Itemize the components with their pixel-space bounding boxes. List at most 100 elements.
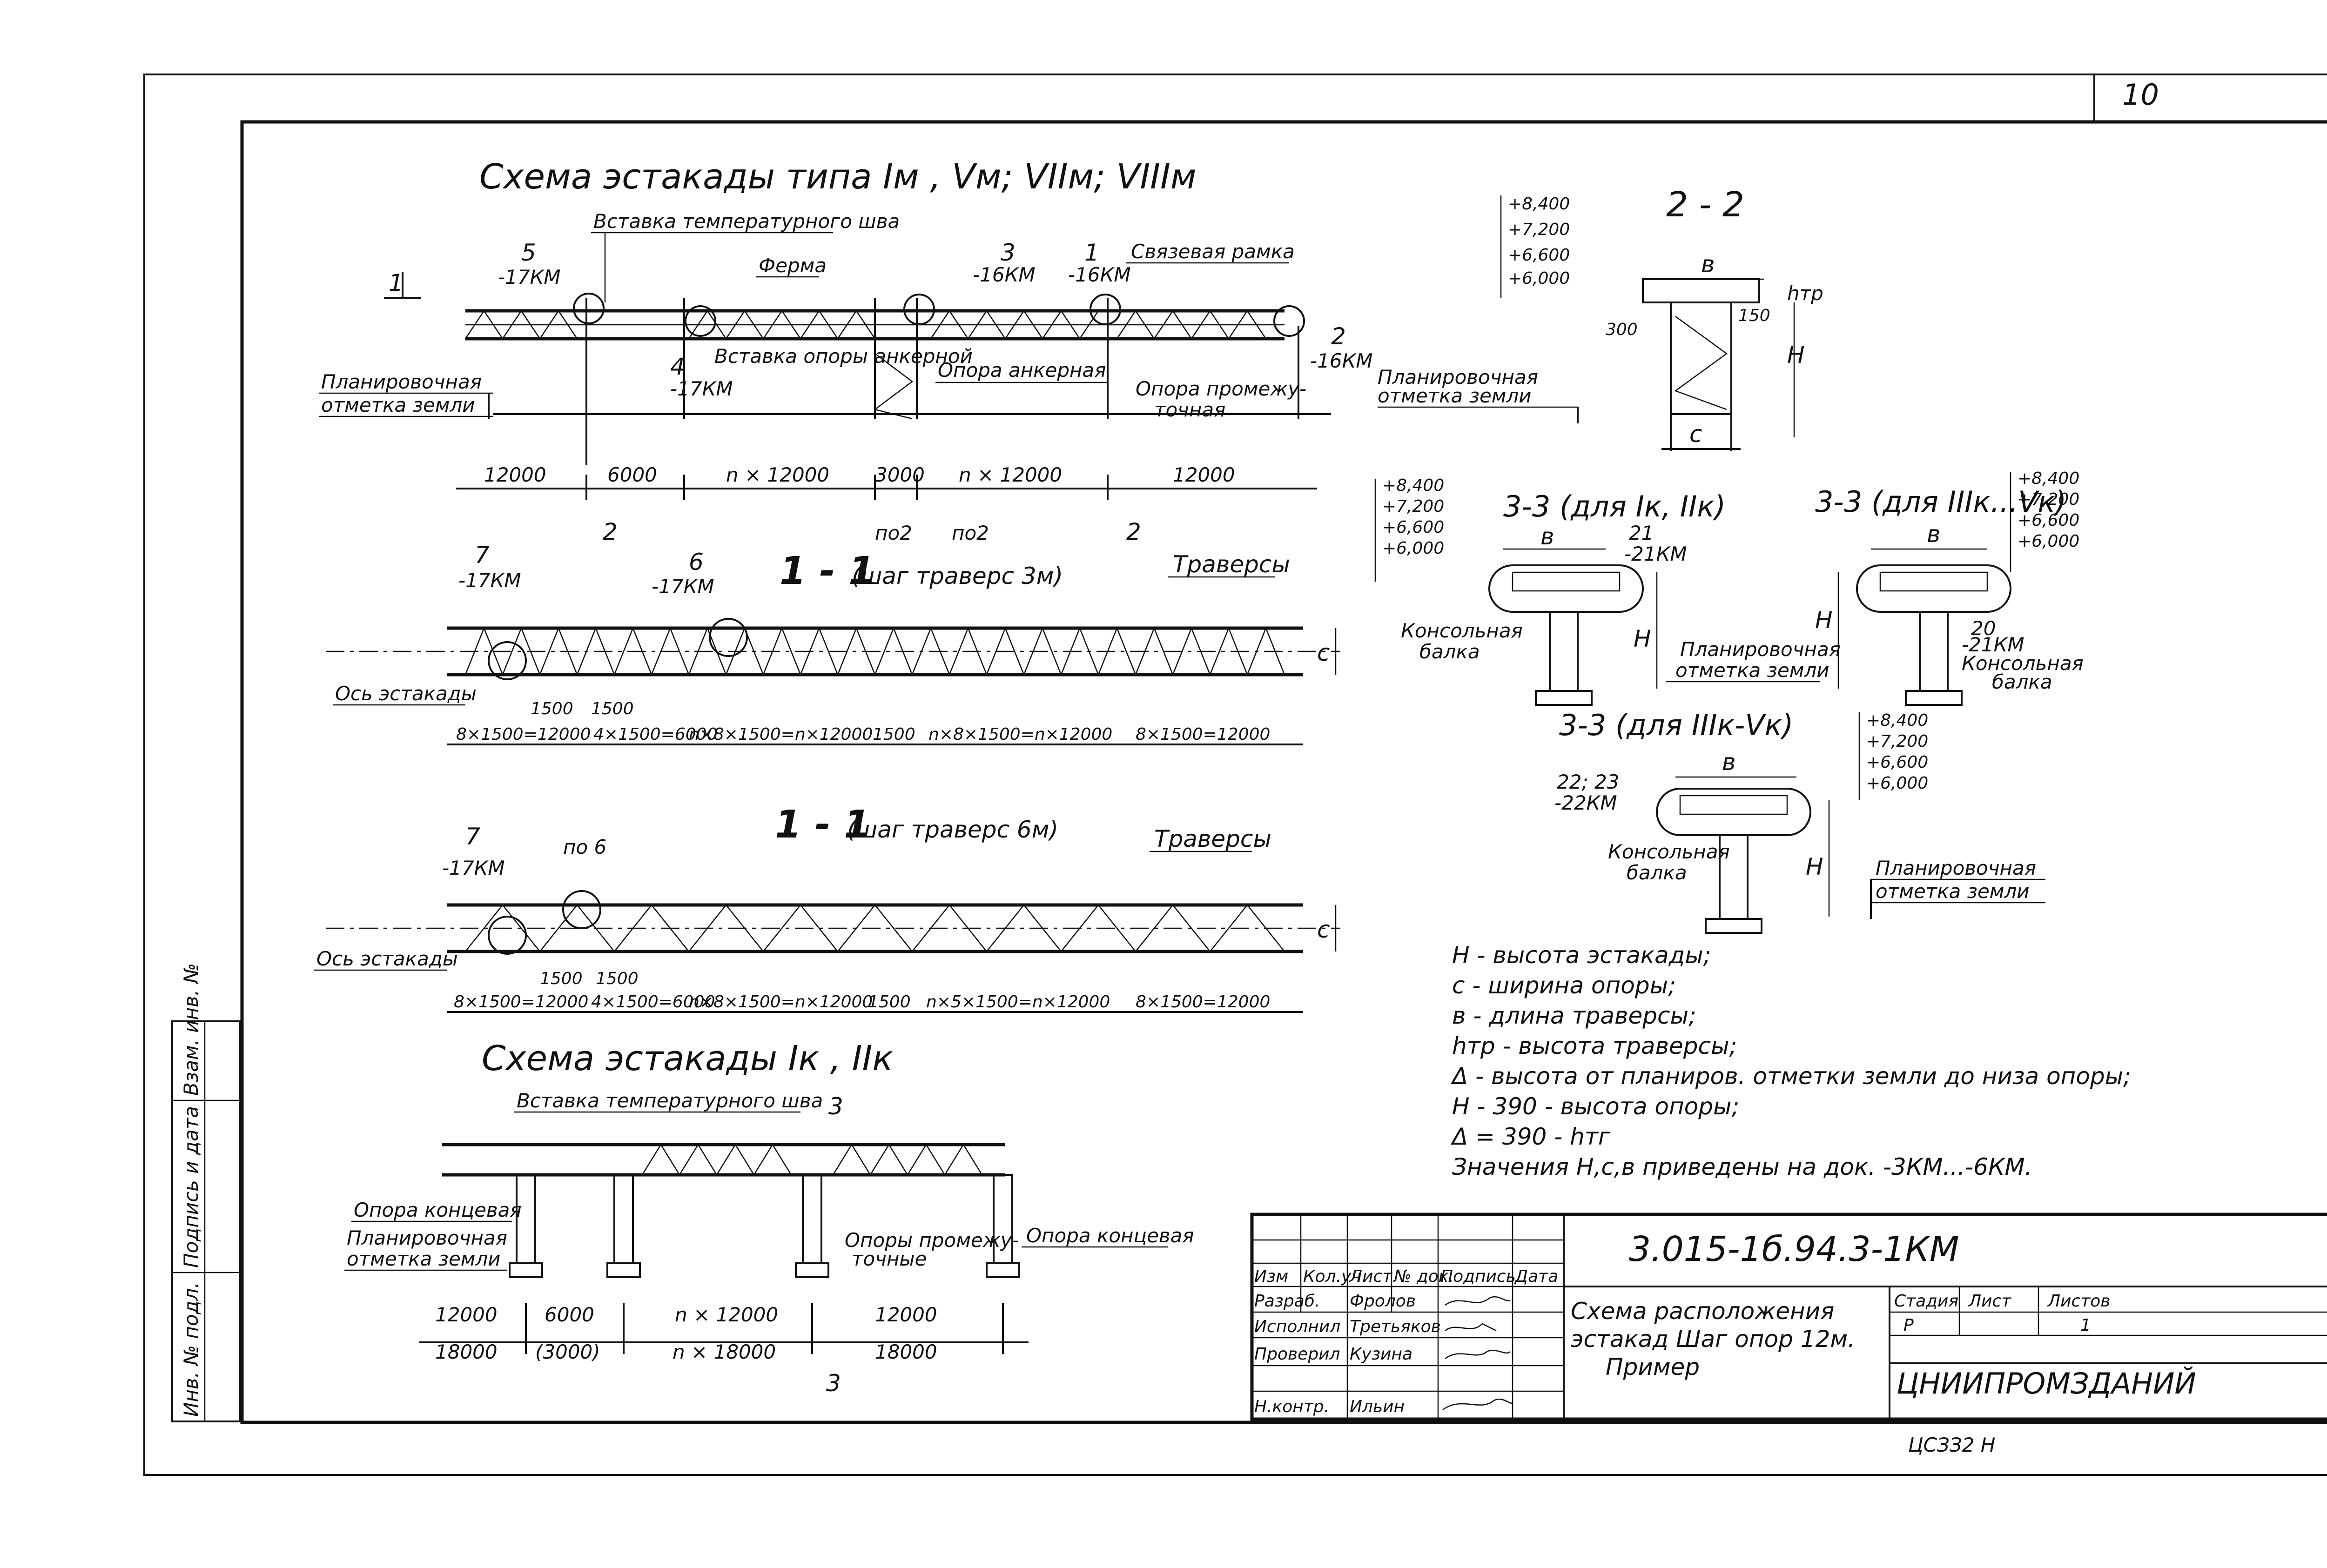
dim-150: 150 bbox=[1738, 306, 1770, 325]
label-axis-a: Ось эстакады bbox=[335, 682, 477, 705]
callout-2: 2 bbox=[1331, 323, 1346, 350]
label-axis-b: Ось эстакады bbox=[316, 947, 458, 970]
side-cell-inv: Инв. № подл. bbox=[180, 1282, 202, 1417]
level-6600-a: +6,600 bbox=[1508, 246, 1570, 265]
tb-title-3: Пример bbox=[1606, 1354, 1700, 1380]
dim-h-3-3-b: Н bbox=[1815, 607, 1833, 634]
callout-5-doc: -17КМ bbox=[498, 266, 561, 288]
dim-1500-c: 1500 bbox=[540, 969, 583, 988]
label-insert-anchor: Вставка опоры анкерной bbox=[714, 345, 973, 368]
dim-b-bot-0: 18000 bbox=[435, 1340, 498, 1363]
tb-name-0: Фролов bbox=[1350, 1292, 1416, 1311]
level-7200-d: +7,200 bbox=[1866, 732, 1928, 751]
tb-org: ЦНИИПРОМЗДАНИЙ bbox=[1897, 1366, 2196, 1400]
callout-4-doc: -17КМ bbox=[670, 377, 733, 400]
tb-stage-header: Стадия bbox=[1894, 1292, 1958, 1311]
level-7200-a: +7,200 bbox=[1508, 220, 1570, 239]
label-intermediate-b-1: Опоры промежу- bbox=[845, 1229, 1019, 1252]
level-6600-b: +6,600 bbox=[1382, 518, 1444, 537]
tb-name-1: Третьяков bbox=[1350, 1317, 1441, 1336]
section-3-3-b-title: 3-3 (для IIIк...Vк) bbox=[1815, 485, 2066, 519]
dim-b-top-3: 12000 bbox=[875, 1303, 937, 1326]
tb-role-1: Исполнил bbox=[1254, 1317, 1340, 1336]
side-cell-replace: Взам. инв. № bbox=[180, 963, 202, 1096]
dim-h-3-3-c: Н bbox=[1806, 853, 1823, 880]
cut-po2-b: по2 bbox=[952, 522, 989, 544]
label-console-a-2: балка bbox=[1419, 640, 1480, 663]
cut-2-b: 2 bbox=[1126, 518, 1141, 545]
callout-22-23: 22; 23 bbox=[1557, 771, 1619, 793]
dim-3000: 3000 bbox=[875, 463, 925, 486]
page-number: 10 bbox=[2122, 78, 2159, 112]
tb-role-3: Н.контр. bbox=[1254, 1397, 1329, 1416]
label-ground-2: отметка земли bbox=[321, 394, 475, 416]
scheme-top-deck bbox=[464, 293, 1331, 465]
side-cell-sign: Подпись и дата bbox=[180, 1106, 202, 1268]
dim-s3-1: 4×1500=6000 bbox=[593, 725, 717, 744]
label-intermediate-1: Опора промежу- bbox=[1136, 377, 1306, 400]
dim-c-2-2: с bbox=[1689, 421, 1702, 448]
label-end-support-right: Опора концевая bbox=[1026, 1224, 1194, 1247]
section-3-3-c: 3-3 (для IIIк-Vк) +8,400 +7,200 +6,600 +… bbox=[1554, 708, 2045, 934]
legend-line-5: Н - 390 - высота опоры; bbox=[1452, 1093, 1739, 1120]
tb-name-2: Кузина bbox=[1350, 1345, 1412, 1364]
dim-c-1-1-b: с bbox=[1317, 916, 1330, 943]
scheme-top-dims: 12000 6000 n × 12000 3000 n × 12000 1200… bbox=[456, 463, 1317, 545]
dim-b-3-3-c: в bbox=[1722, 749, 1735, 776]
section-3-3-c-title: 3-3 (для IIIк-Vк) bbox=[1559, 708, 1793, 742]
label-console-a: Консольная bbox=[1401, 619, 1523, 642]
level-7200-c: +7,200 bbox=[2018, 490, 2079, 509]
tb-col-list: Лист bbox=[1349, 1267, 1392, 1286]
callout-1: 1 bbox=[1084, 239, 1099, 266]
dim-1500-d: 1500 bbox=[596, 969, 639, 988]
level-6000-b: +6,000 bbox=[1382, 539, 1444, 558]
dim-1500-a: 1500 bbox=[531, 699, 573, 718]
dim-c-1-1-a: с bbox=[1317, 639, 1330, 666]
callout-7-doc-a: -17КМ bbox=[458, 569, 521, 592]
label-ground-3-3-a: Планировочная bbox=[1680, 638, 1841, 661]
section-2-2: 2 - 2 +8,400 +7,200 +6,600 +6,000 в hтр … bbox=[1378, 185, 1823, 451]
legend-line-2: в - длина траверсы; bbox=[1452, 1002, 1696, 1029]
label-ground-3-3-c: Планировочная bbox=[1876, 857, 2036, 879]
dim-b-3-3-a: в bbox=[1540, 523, 1554, 550]
dim-b-bot-3: 18000 bbox=[875, 1340, 937, 1363]
legend-line-4: Δ - высота от планиров. отметки земли до… bbox=[1450, 1063, 2131, 1090]
legend-line-1: с - ширина опоры; bbox=[1452, 972, 1676, 999]
level-6000-a: +6,000 bbox=[1508, 269, 1570, 288]
scheme-top-title: Схема эстакады типа Iм , Vм; VIIм; VIIIм bbox=[479, 157, 1197, 197]
dim-s6-2: n×8×1500=n×12000 bbox=[689, 992, 873, 1012]
dim-b-top-0: 12000 bbox=[435, 1303, 498, 1326]
callout-21: 21 bbox=[1629, 522, 1654, 544]
callout-3-doc: -16КМ bbox=[973, 263, 1036, 286]
cut-3-top: 3 bbox=[828, 1093, 843, 1120]
callout-6: 6 bbox=[689, 549, 704, 576]
callout-4: 4 bbox=[670, 353, 685, 380]
tb-role-2: Проверил bbox=[1254, 1345, 1340, 1364]
dim-n12000-b: n × 12000 bbox=[959, 463, 1062, 486]
label-ground-b-1: Планировочная bbox=[347, 1226, 507, 1249]
dim-s3-0: 8×1500=12000 bbox=[456, 725, 591, 744]
label-bracing-frame: Связевая рамка bbox=[1131, 240, 1295, 263]
stamp-code: ЦСЗЗ2 Н bbox=[1908, 1434, 1995, 1456]
tb-sheets-value: 1 bbox=[2080, 1316, 2091, 1335]
label-intermediate-2: точная bbox=[1154, 398, 1225, 421]
section-3-3-a-title: 3-3 (для Iк, IIк) bbox=[1503, 489, 1726, 523]
label-intermediate-b-2: точные bbox=[852, 1247, 927, 1270]
callout-5: 5 bbox=[521, 239, 536, 266]
label-po6: по 6 bbox=[563, 836, 606, 858]
label-ground-2-2-b: отметка земли bbox=[1378, 384, 1532, 407]
legend-line-3: hтр - высота траверсы; bbox=[1452, 1032, 1737, 1059]
label-insert-temp-joint-b: Вставка температурного шва bbox=[517, 1089, 823, 1112]
label-ground-2-2-a: Планировочная bbox=[1378, 366, 1538, 389]
label-anchor-support: Опора анкерная bbox=[938, 359, 1106, 382]
label-console-b-2: балка bbox=[1992, 670, 2052, 693]
label-console-b: Консольная bbox=[1962, 652, 2084, 675]
scheme-top: Схема эстакады типа Iм , Vм; VIIм; VIIIм… bbox=[319, 157, 1373, 545]
tb-sheet-header: Лист bbox=[1968, 1292, 2011, 1311]
tb-col-kol: Кол.уч bbox=[1303, 1267, 1361, 1286]
legend-line-0: Н - высота эстакады; bbox=[1452, 942, 1711, 969]
dim-12000-b: 12000 bbox=[1173, 463, 1235, 486]
dim-300: 300 bbox=[1606, 320, 1638, 339]
dim-b-3-3-b: в bbox=[1927, 521, 1940, 548]
dim-s3-2: n×8×1500=n×12000 bbox=[689, 725, 873, 744]
